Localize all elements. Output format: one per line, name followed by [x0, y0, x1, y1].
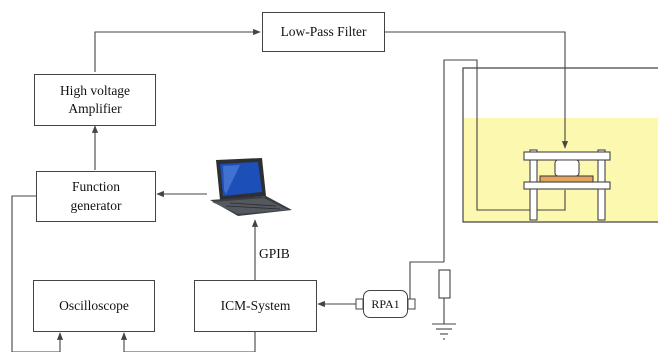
- function-generator-label-2: generator: [70, 197, 122, 213]
- tank-wall: [462, 67, 658, 223]
- function-generator-block: Function generator: [36, 171, 156, 222]
- low-pass-filter-block: Low-Pass Filter: [262, 12, 385, 52]
- liquid-tank: [462, 67, 658, 223]
- high-voltage-amplifier-block: High voltage Amplifier: [34, 74, 156, 126]
- rpa-left-connector: [355, 298, 364, 310]
- resistor-icon: [438, 269, 451, 324]
- high-voltage-amplifier-label-2: Amplifier: [68, 101, 122, 116]
- test-fixture: [523, 149, 611, 221]
- icm-system-block: ICM-System: [194, 280, 317, 332]
- oscilloscope-block: Oscilloscope: [33, 280, 155, 332]
- probe-lead: [443, 59, 566, 262]
- sample-stage: [539, 175, 594, 183]
- rpa-block: RPA1: [363, 290, 408, 318]
- low-pass-filter-label: Low-Pass Filter: [280, 23, 367, 39]
- rpa-label: RPA1: [371, 296, 400, 311]
- laptop-icon: [210, 158, 292, 216]
- high-voltage-amplifier-label-1: High voltage: [59, 82, 131, 98]
- icm-system-label: ICM-System: [220, 297, 291, 313]
- gpib-label: GPIB: [259, 246, 290, 261]
- ground-icon: [432, 323, 456, 340]
- function-generator-label-1: Function: [71, 179, 120, 195]
- rpa-right-connector: [407, 298, 416, 310]
- oscilloscope-label: Oscilloscope: [59, 297, 129, 313]
- electrode: [554, 159, 580, 177]
